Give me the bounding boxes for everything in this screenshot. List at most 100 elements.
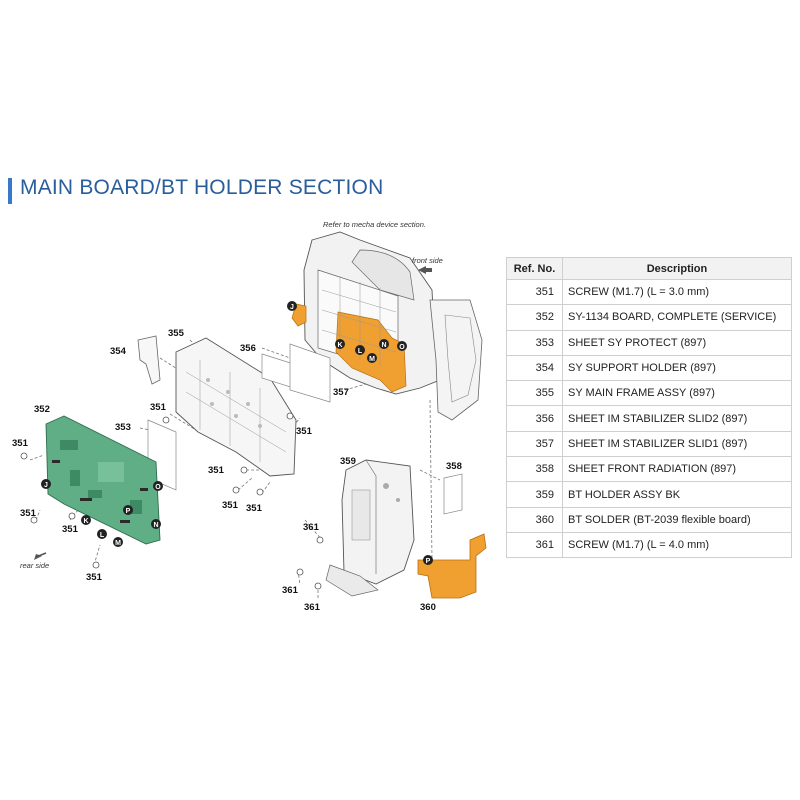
callout-351-c: 351 — [12, 438, 29, 449]
part-358 — [443, 473, 463, 515]
ref-cell: 358 — [506, 456, 563, 483]
svg-text:M: M — [115, 540, 121, 547]
svg-text:L: L — [100, 532, 105, 539]
callout-351-b: 351 — [296, 426, 313, 437]
connector-n-top: N — [379, 339, 389, 349]
callout-351-i: 351 — [86, 572, 103, 583]
part-360-flex — [417, 533, 487, 599]
svg-text:O: O — [399, 344, 405, 351]
connector-o-board: O — [153, 481, 163, 491]
connector-p-flex: P — [423, 555, 433, 565]
part-359 — [325, 459, 415, 597]
callout-351-d: 351 — [208, 465, 225, 476]
ref-cell: 355 — [506, 380, 563, 407]
callout-360: 360 — [420, 602, 436, 613]
desc-cell: SY MAIN FRAME ASSY (897) — [562, 380, 792, 407]
ref-cell: 352 — [506, 304, 563, 331]
svg-text:L: L — [358, 348, 363, 355]
desc-cell: SHEET SY PROTECT (897) — [562, 329, 792, 356]
svg-text:J: J — [290, 304, 294, 311]
connector-n-board: N — [151, 519, 161, 529]
callout-351-g: 351 — [20, 508, 37, 519]
callout-355: 355 — [168, 328, 185, 339]
svg-text:K: K — [337, 342, 342, 349]
screws — [20, 412, 324, 590]
part-354 — [137, 335, 161, 385]
callout-359: 359 — [340, 456, 356, 467]
callout-357: 357 — [333, 387, 349, 398]
svg-text:P: P — [126, 508, 131, 515]
desc-cell: SHEET IM STABILIZER SLID1 (897) — [562, 430, 792, 458]
desc-cell: SCREW (M1.7) (L = 4.0 mm) — [562, 531, 792, 559]
rear-side-label: rear side — [20, 561, 49, 570]
svg-text:K: K — [83, 518, 88, 525]
connector-l-board: L — [97, 529, 107, 539]
part-357 — [289, 343, 331, 403]
callout-351-a: 351 — [150, 402, 167, 413]
callout-351-f: 351 — [246, 503, 263, 514]
chassis-flex — [335, 311, 407, 393]
ref-cell: 354 — [506, 354, 563, 382]
connector-m-top: M — [367, 353, 377, 363]
svg-text:O: O — [155, 484, 161, 491]
connector-k-top: K — [335, 339, 345, 349]
ref-cell: 353 — [506, 329, 563, 356]
callout-351-e: 351 — [222, 500, 239, 511]
callout-354: 354 — [110, 346, 127, 357]
header-description: Description — [562, 257, 792, 280]
connector-j-board: J — [41, 479, 51, 489]
callout-356: 356 — [240, 343, 256, 354]
ref-cell: 357 — [506, 430, 563, 458]
callout-361-b: 361 — [282, 585, 299, 596]
ref-cell: 351 — [506, 278, 563, 306]
svg-text:N: N — [381, 342, 386, 349]
connector-j-top: J — [287, 301, 297, 311]
title-accent-bar — [8, 178, 12, 204]
connector-k-board: K — [81, 515, 91, 525]
desc-cell: SHEET FRONT RADIATION (897) — [562, 456, 792, 483]
refer-note: Refer to mecha device section. — [323, 220, 426, 229]
connector-markers: J K L M N O J O P N K L M P — [41, 301, 433, 565]
desc-cell: SHEET IM STABILIZER SLID2 (897) — [562, 405, 792, 432]
connector-o-top: O — [397, 341, 407, 351]
rear-side-arrow — [34, 552, 47, 560]
ref-cell: 359 — [506, 481, 563, 508]
connector-m-board: M — [113, 537, 123, 547]
connector-l-top: L — [355, 345, 365, 355]
front-side-arrow — [418, 266, 432, 274]
header-ref-no: Ref. No. — [506, 257, 563, 280]
desc-cell: SY SUPPORT HOLDER (897) — [562, 354, 792, 382]
desc-cell: SCREW (M1.7) (L = 3.0 mm) — [562, 278, 792, 306]
svg-text:J: J — [44, 482, 48, 489]
ref-cell: 356 — [506, 405, 563, 432]
page-title: MAIN BOARD/BT HOLDER SECTION — [20, 176, 384, 199]
callout-361-c: 361 — [304, 602, 321, 613]
part-355 — [175, 337, 297, 477]
table-header-row: Ref. No. Description — [506, 257, 792, 280]
callout-353: 353 — [115, 422, 131, 433]
ref-cell: 360 — [506, 506, 563, 533]
callout-358: 358 — [446, 461, 462, 472]
desc-cell: SY-1134 BOARD, COMPLETE (SERVICE) — [562, 304, 792, 331]
callout-351-h: 351 — [62, 524, 79, 535]
ref-cell: 361 — [506, 531, 563, 559]
front-side-label: front side — [412, 256, 443, 265]
callout-361-a: 361 — [303, 522, 320, 533]
callout-352: 352 — [34, 404, 50, 415]
svg-text:N: N — [153, 522, 158, 529]
desc-cell: BT HOLDER ASSY BK — [562, 481, 792, 508]
desc-cell: BT SOLDER (BT-2039 flexible board) — [562, 506, 792, 533]
